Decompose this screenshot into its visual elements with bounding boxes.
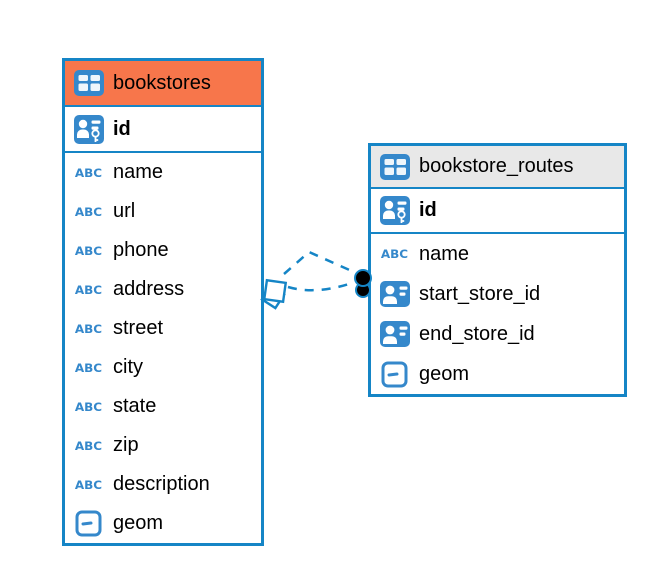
text-type-icon: ABC [73, 245, 104, 257]
text-type-icon: ABC [73, 479, 104, 491]
table-icon [379, 153, 410, 180]
text-type-icon: ABC [379, 248, 410, 260]
field-label: address [113, 278, 185, 300]
text-type-icon: ABC [73, 440, 104, 452]
field-label: geom [113, 512, 164, 534]
primary-key-icon [73, 114, 104, 144]
primary-key-icon [379, 196, 410, 225]
field-row[interactable]: ABC zip [65, 426, 261, 465]
text-type-glyph: ABC [74, 438, 103, 453]
field-label: state [113, 395, 157, 417]
text-type-icon: ABC [73, 284, 104, 296]
geometry-type-icon [379, 361, 410, 388]
table-title: bookstore_routes [419, 155, 574, 177]
text-type-glyph: ABC [380, 247, 409, 261]
field-label: id [113, 117, 131, 140]
field-row[interactable]: ABC name [65, 153, 261, 192]
relationship-line-upper[interactable] [283, 250, 355, 275]
text-type-glyph: ABC [74, 321, 103, 336]
field-row[interactable]: start_store_id [371, 274, 624, 314]
field-label: name [113, 161, 164, 183]
text-type-icon: ABC [73, 323, 104, 335]
text-type-glyph: ABC [74, 282, 103, 297]
text-type-icon: ABC [73, 206, 104, 218]
field-label: url [113, 200, 136, 222]
geometry-type-icon [73, 510, 104, 537]
field-label: city [113, 356, 143, 378]
text-type-glyph: ABC [74, 477, 103, 492]
text-type-glyph: ABC [74, 243, 103, 258]
field-row[interactable]: ABC name [371, 234, 624, 274]
foreign-key-icon [379, 281, 410, 307]
text-type-icon: ABC [73, 401, 104, 413]
field-label: description [113, 473, 210, 495]
table-bookstores-header[interactable]: bookstores [65, 61, 261, 107]
text-type-glyph: ABC [74, 165, 103, 180]
field-label: geom [419, 362, 470, 385]
text-type-icon: ABC [73, 167, 104, 179]
field-row[interactable]: ABC description [65, 465, 261, 504]
table-title: bookstores [113, 71, 211, 94]
field-label: zip [113, 434, 139, 456]
field-label: id [419, 199, 437, 221]
field-label: street [113, 317, 164, 339]
text-type-glyph: ABC [74, 360, 103, 375]
text-type-glyph: ABC [74, 204, 103, 219]
field-row[interactable]: geom [65, 504, 261, 543]
field-row[interactable]: geom [371, 354, 624, 394]
field-label: end_store_id [419, 322, 535, 345]
field-row[interactable]: ABC state [65, 387, 261, 426]
foreign-key-icon [379, 321, 410, 347]
field-row[interactable]: ABC phone [65, 231, 261, 270]
relationship-line-lower[interactable] [287, 281, 353, 292]
field-row[interactable]: end_store_id [371, 314, 624, 354]
text-type-icon: ABC [73, 362, 104, 374]
field-row[interactable]: ABC url [65, 192, 261, 231]
field-label: name [419, 242, 470, 265]
field-row-primary-key[interactable]: id [65, 107, 261, 153]
field-label: start_store_id [419, 282, 541, 305]
relationship-source-marker[interactable] [260, 278, 288, 310]
field-row[interactable]: ABC street [65, 309, 261, 348]
table-icon [73, 70, 104, 96]
field-label: phone [113, 239, 169, 261]
table-bookstore-routes-header[interactable]: bookstore_routes [371, 146, 624, 189]
field-row[interactable]: ABC city [65, 348, 261, 387]
field-row-primary-key[interactable]: id [371, 189, 624, 234]
text-type-glyph: ABC [74, 399, 103, 414]
field-row[interactable]: ABC address [65, 270, 261, 309]
